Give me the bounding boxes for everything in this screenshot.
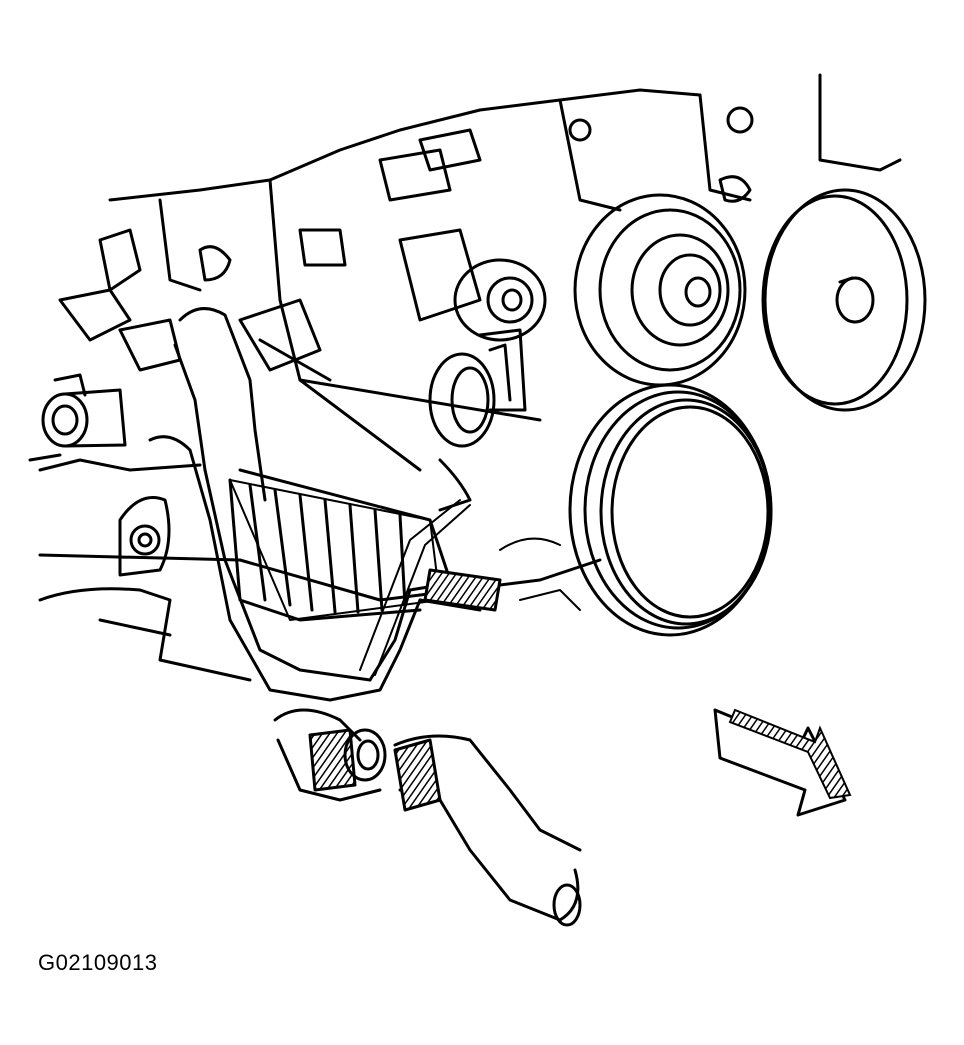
coolant-outlet-left — [41, 373, 127, 448]
small-pipes — [359, 499, 581, 676]
ac-compressor-pulley — [573, 193, 747, 387]
coolant-hose-upper — [173, 307, 267, 502]
idler-pulley-upper — [453, 258, 547, 342]
figure-id-label: G02109013 — [38, 950, 158, 975]
mounting-bracket — [118, 496, 171, 577]
tensioner-pulley — [428, 328, 527, 448]
engine-block — [28, 73, 902, 682]
crankshaft-pulley — [568, 383, 773, 637]
water-pump-pulley — [761, 188, 927, 412]
arrow-right-down-icon — [713, 708, 852, 817]
coolant-hose-elbow — [273, 708, 582, 927]
coolant-hose-lower — [148, 435, 502, 702]
